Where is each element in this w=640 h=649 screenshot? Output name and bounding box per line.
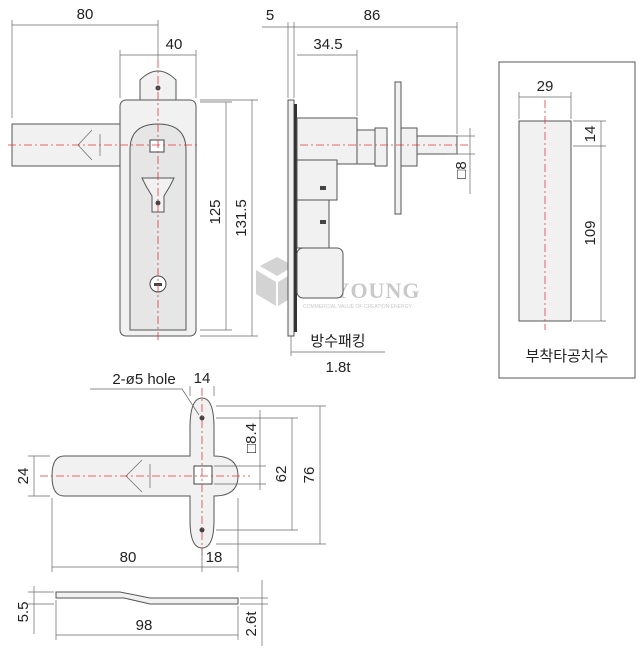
side-nut-1 (356, 129, 376, 165)
brand-tagline: COMMERCIAL VALUE OF CREATION ENERGY (303, 304, 412, 310)
thickness-view: 5.5 98 2.6t (15, 580, 268, 646)
dim-profile-step: 5.5 (15, 602, 32, 623)
side-lock-body (296, 247, 344, 299)
side-nut-2 (374, 127, 388, 167)
dim-cutout-width: 29 (537, 78, 554, 95)
dim-offset: 18 (206, 549, 223, 566)
dim-front-height-total: 131.5 (233, 199, 250, 237)
dim-side-plate: 5 (266, 7, 274, 24)
dim-side-depth-body: 34.5 (313, 36, 342, 53)
side-nut-3 (400, 127, 418, 167)
dim-inner-height: 62 (273, 466, 290, 483)
side-view: 5 86 34.5 □8 방수패킹 1.8t (262, 7, 475, 376)
dim-cutout-top: 14 (582, 126, 599, 143)
gasket-thickness: 1.8t (325, 359, 351, 376)
side-gasket (294, 104, 297, 332)
bottom-square-hole (193, 465, 213, 485)
bottom-plate-shape (51, 397, 239, 549)
dim-profile-plate: 2.6t (243, 611, 260, 637)
dim-outer-height: 76 (301, 467, 318, 484)
front-mid-hole (155, 200, 161, 206)
dim-arm-length: 80 (120, 549, 137, 566)
dim-side-square: □8 (453, 161, 470, 178)
hole-label: 2-ø5 hole (112, 371, 175, 388)
dim-front-height-inner: 125 (207, 199, 224, 224)
side-screw (320, 220, 326, 224)
front-square-drive (149, 139, 165, 153)
side-cam-plate (394, 81, 402, 215)
dim-bottom-square: □8.4 (243, 423, 260, 453)
leader-line (181, 388, 200, 416)
bottom-bottom-hole (199, 527, 205, 533)
side-body-upper (296, 117, 358, 165)
profile-shape (55, 591, 239, 605)
bottom-top-hole (199, 415, 205, 421)
dim-front-width-plate: 40 (166, 36, 183, 53)
dim-cutout-height: 109 (582, 220, 599, 245)
side-plate (287, 99, 295, 337)
dim-arm-height: 24 (15, 468, 32, 485)
dim-side-depth-total: 86 (364, 7, 381, 24)
bottom-view: 2-ø5 hole 14 □8.4 24 62 76 80 18 (15, 370, 326, 572)
gasket-label: 방수패킹 (310, 332, 365, 350)
dim-profile-length: 98 (136, 617, 153, 634)
cutout-title: 부착타공치수 (526, 347, 609, 365)
dim-front-width-total: 80 (77, 6, 94, 23)
side-body-mid (296, 159, 338, 201)
cutout-panel: 29 14 109 부착타공치수 (498, 61, 636, 379)
front-view: 80 40 125 131.5 (8, 6, 258, 340)
dim-hole-spacing: 14 (194, 370, 211, 387)
side-screw (320, 186, 326, 190)
